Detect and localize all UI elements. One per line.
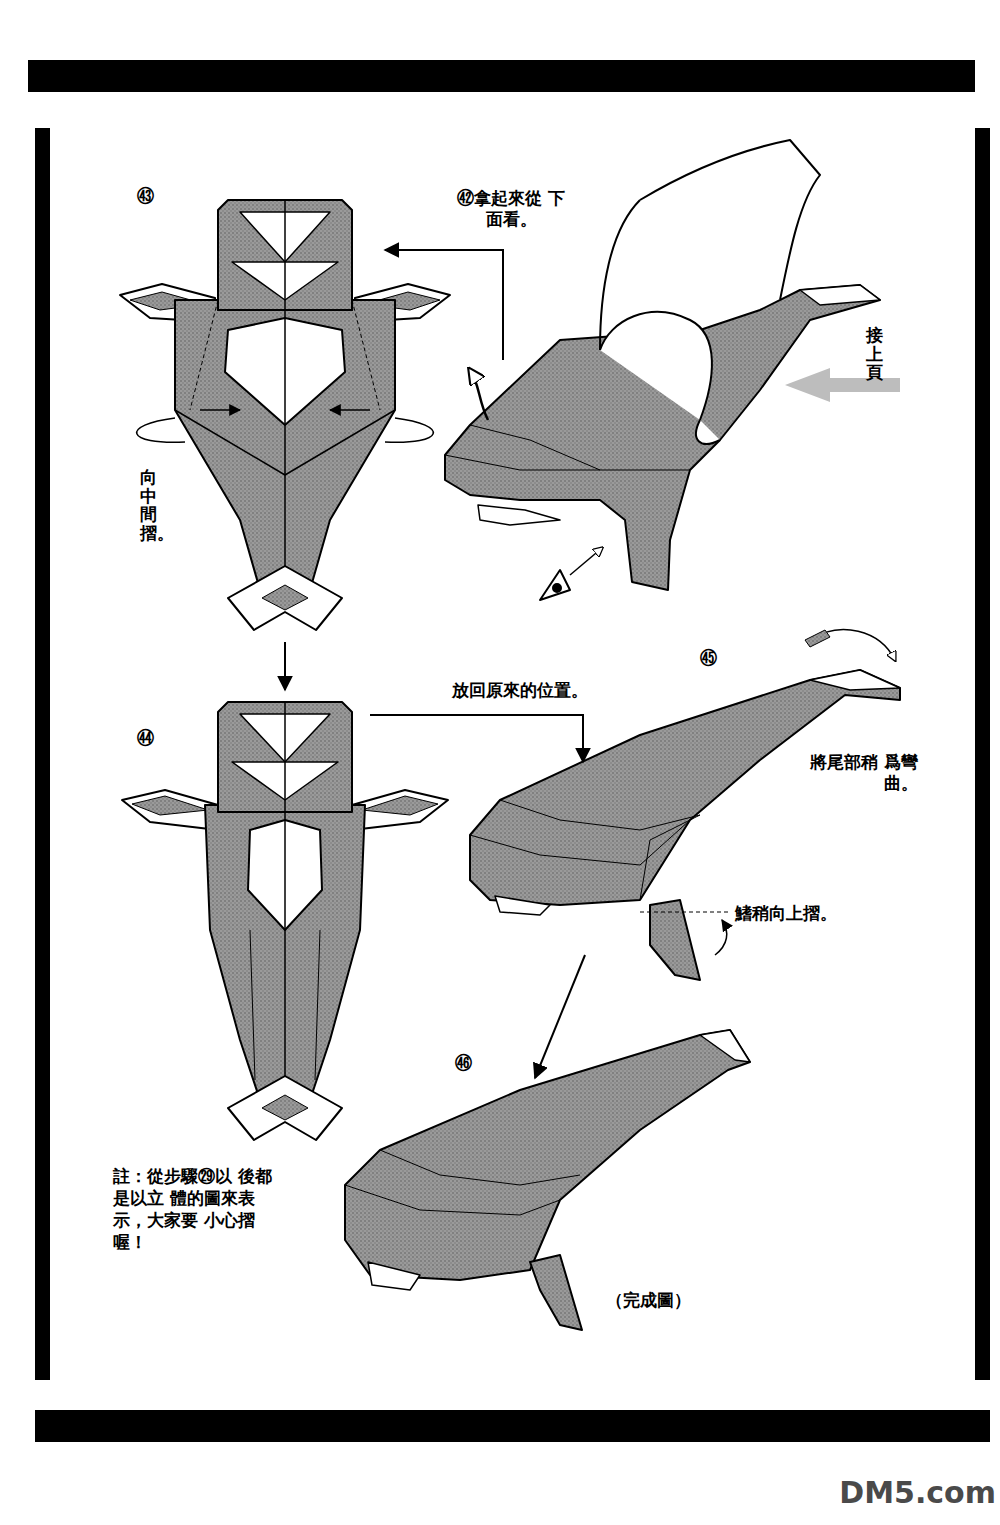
watermark: DM5.com [839, 1474, 996, 1512]
step-44-figure-part [315, 930, 320, 1080]
step-45-figure-part [640, 815, 700, 900]
step-arrows-part [535, 955, 585, 1078]
step-44-figure-part [250, 930, 255, 1080]
caption-note: （完成圖） [606, 1290, 691, 1311]
step-46-figure [345, 1030, 750, 1330]
step-42-figure-part [478, 505, 560, 525]
step-44-figure-part [262, 1095, 308, 1120]
footnote: 註：從步驟㉙以 後都是以立 體的圖來表 示，大家要 小心摺喔！ [113, 1165, 285, 1253]
instruction-note: ㊷拿起來從 下面看。 [455, 188, 567, 231]
step-46-figure-part [345, 1030, 750, 1280]
page-frame [28, 60, 990, 1442]
instruction-note: 向中間摺。 [140, 468, 157, 543]
step-43-figure-part [385, 418, 433, 442]
step-46-figure-part [345, 1185, 560, 1215]
step-45-figure-part [715, 920, 727, 955]
step-arrows [285, 250, 585, 1078]
step-number: ㊹ [137, 728, 154, 749]
instruction-note: 放回原來的位置。 [452, 680, 588, 701]
eye-symbol-part [540, 570, 570, 600]
step-45-figure-part [470, 820, 690, 865]
step-43-figure-part [352, 300, 380, 410]
continue-note: 接上頁 [866, 326, 883, 382]
page-frame-part [35, 128, 50, 1380]
step-44-figure [122, 702, 448, 1140]
step-arrows-part [385, 250, 503, 360]
step-43-figure [120, 200, 450, 630]
step-45-figure-part [495, 896, 550, 915]
step-number: ㊻ [455, 1053, 472, 1074]
page-frame-part [975, 128, 990, 1380]
eye-symbol-part [570, 548, 602, 575]
step-42-figure-part [445, 285, 880, 590]
page-frame-part [35, 1410, 990, 1442]
step-44-figure-part [132, 796, 208, 815]
step-42-figure-part [600, 200, 640, 350]
step-46-figure-part [380, 1150, 580, 1185]
step-43-figure-part [200, 409, 240, 411]
step-43-figure-part [330, 409, 370, 411]
step-44-figure-part [122, 790, 218, 830]
eye-symbol [540, 548, 602, 600]
step-44-figure-part [352, 790, 448, 830]
step-42-figure-part [600, 312, 712, 420]
instruction-note: 鰭稍向上摺。 [735, 903, 837, 924]
step-44-figure-part [362, 796, 438, 815]
step-44-figure-part [228, 1076, 342, 1140]
step-number: ㊺ [700, 648, 717, 669]
step-43-figure-part [284, 200, 286, 600]
step-46-figure-part [530, 1255, 582, 1330]
step-45-figure-part [470, 670, 900, 905]
step-43-figure-part [228, 566, 342, 630]
step-46-figure-part [368, 1262, 420, 1290]
step-42-figure [445, 140, 900, 600]
step-number: ㊸ [137, 186, 154, 207]
step-42-figure-part [445, 455, 690, 470]
step-45-figure-part [810, 670, 900, 690]
step-42-figure-part [800, 285, 880, 305]
step-43-figure-part [262, 585, 308, 610]
step-45-figure-part [805, 630, 830, 647]
step-43-figure-part [175, 410, 395, 475]
step-42-figure-part [470, 370, 488, 420]
instruction-note: 將尾部稍 爲彎曲。 [790, 752, 918, 795]
step-42-figure-part [470, 425, 600, 470]
step-43-figure-part [137, 418, 185, 442]
step-arrows-part [370, 715, 583, 762]
step-42-figure-part [696, 420, 720, 444]
step-43-figure-part [190, 300, 218, 410]
step-45-figure-part [640, 912, 730, 913]
step-arrows-part [284, 642, 286, 690]
step-45-figure-part [500, 800, 700, 830]
step-42-figure-part [640, 140, 820, 300]
step-44-figure-part [284, 702, 286, 1110]
step-46-figure-part [700, 1030, 750, 1062]
page-frame-part [28, 60, 975, 92]
eye-symbol-part [553, 584, 561, 592]
